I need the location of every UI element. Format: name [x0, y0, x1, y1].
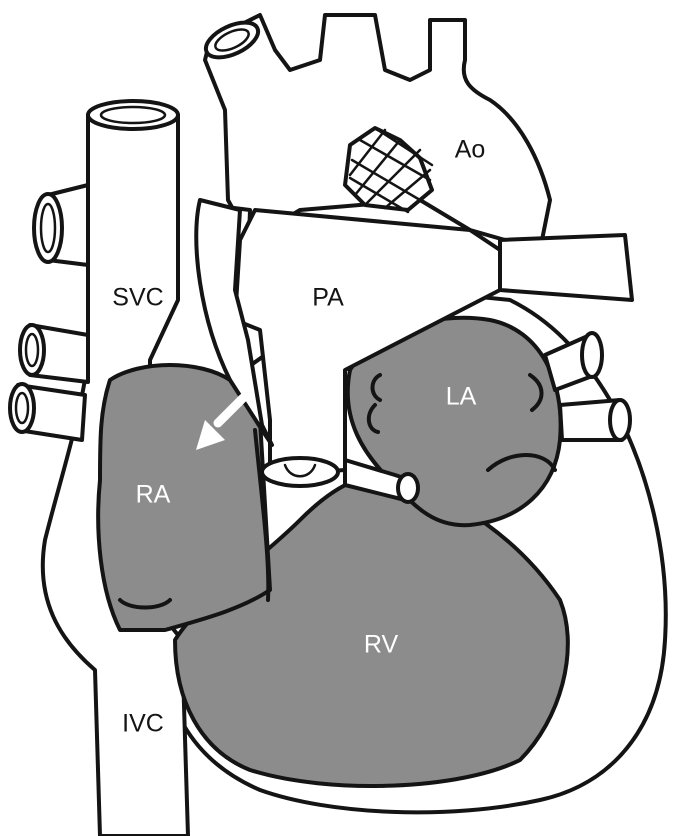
aorta-branch-opening-inner: [214, 28, 250, 52]
label-la: LA: [445, 382, 477, 411]
label-ra: RA: [135, 480, 171, 509]
label-svc: SVC: [112, 283, 164, 312]
label-rv: RV: [363, 630, 399, 659]
septum-line: [253, 428, 271, 602]
label-ao: Ao: [454, 135, 486, 164]
pulmonary-vein-upper-left: [498, 233, 634, 302]
label-pa: PA: [312, 283, 344, 312]
right-ventricle: [173, 474, 570, 788]
pa-band: [194, 198, 274, 447]
label-ivc: IVC: [122, 709, 164, 738]
flow-arrow: [196, 393, 248, 450]
right-atrium: [96, 363, 272, 632]
svc-opening: [86, 99, 180, 131]
aortic-stent: [343, 126, 434, 214]
pulmonary-valve: [260, 456, 340, 488]
aorta-branch-opening: [203, 20, 261, 60]
